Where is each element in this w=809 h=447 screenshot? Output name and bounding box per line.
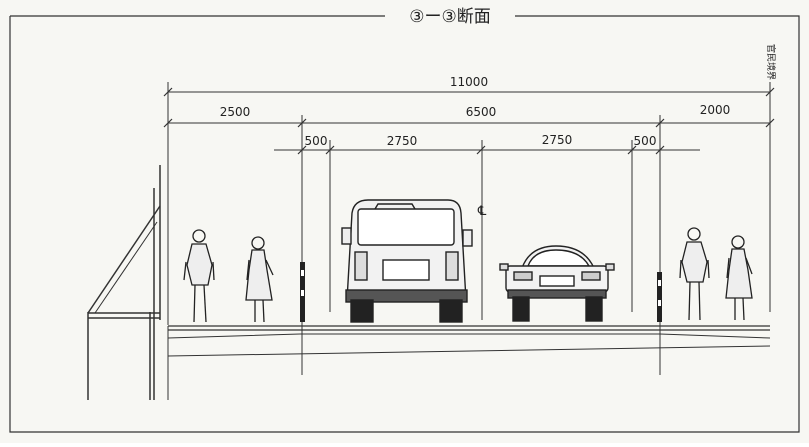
boundary-label: 官民境界 xyxy=(765,44,777,80)
extension-lines xyxy=(167,82,771,375)
pedestrian-right-1 xyxy=(679,227,710,321)
van xyxy=(341,199,473,323)
left-curb xyxy=(300,262,305,322)
dim-carriageway: 6500 xyxy=(466,105,497,119)
dim-right-sidewalk: 2000 xyxy=(700,103,731,117)
section-title: ③ー③断面 xyxy=(409,7,490,27)
dimension-lines xyxy=(168,91,770,151)
centerline: ℄ xyxy=(477,140,487,320)
sedan xyxy=(499,245,615,322)
dim-left-lane: 2750 xyxy=(387,134,418,148)
dimension-ticks xyxy=(163,87,775,155)
pedestrian-left-1 xyxy=(183,229,215,323)
drawing-frame xyxy=(9,15,800,433)
dim-right-shoulder: 500 xyxy=(634,134,657,148)
dim-right-lane: 2750 xyxy=(542,133,573,147)
right-curb xyxy=(657,272,662,322)
dim-left-sidewalk: 2500 xyxy=(220,105,251,119)
dim-total: 11000 xyxy=(450,75,488,89)
pedestrian-left-2 xyxy=(245,236,274,323)
road-surface xyxy=(167,325,771,400)
pedestrian-right-2 xyxy=(725,235,753,321)
dim-left-shoulder: 500 xyxy=(305,134,328,148)
centerline-symbol: ℄ xyxy=(477,204,487,219)
fence xyxy=(87,165,161,400)
